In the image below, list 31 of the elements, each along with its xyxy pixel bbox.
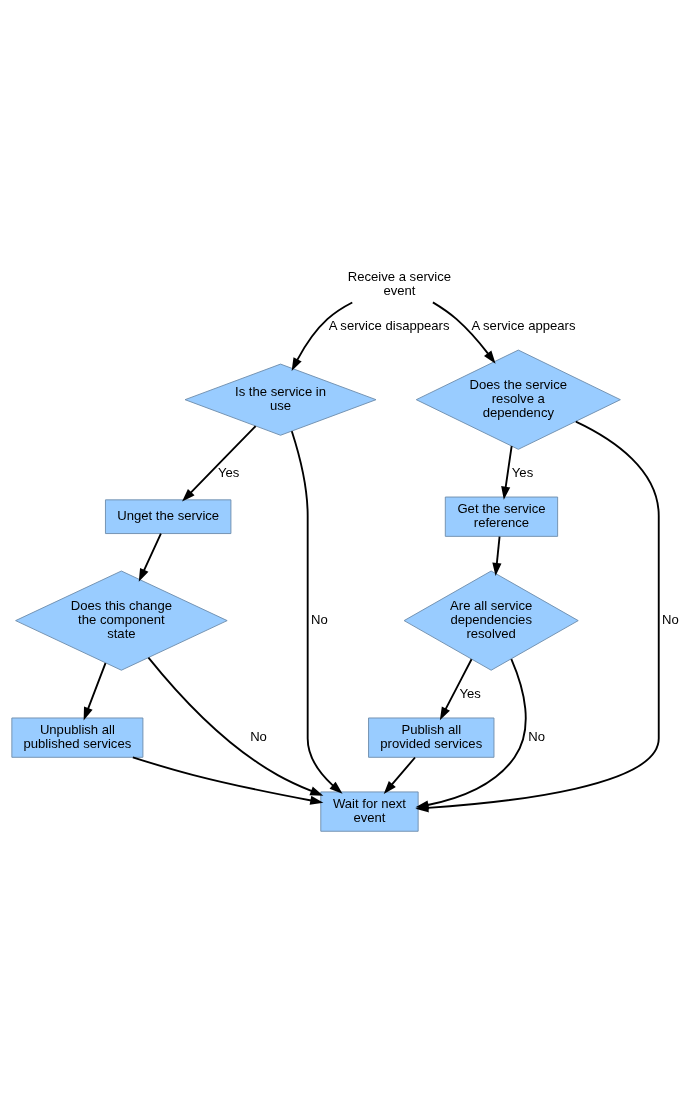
node-diamond: Are all service dependencies resolved [403,570,579,671]
edge-label: Yes [459,685,481,701]
node-text: Receive a service event [347,268,452,298]
edge-label: A service disappears [328,317,450,333]
arrow [439,657,473,720]
edge-label: Yes [511,464,534,480]
edge-label: No [662,611,679,627]
node-diamond: Is the service in use [184,363,377,436]
node-box: Publish all provided services [368,717,495,758]
edge-label: A service appears [471,317,576,333]
arrow [83,661,107,720]
arrow [138,532,162,582]
node-box: Get the service reference [444,496,559,537]
arrow [415,657,527,809]
edge-label: No [311,611,328,627]
node-diamond: Does this change the component state [15,570,228,671]
arrow [182,424,257,502]
arrow [431,300,496,364]
arrow [501,444,513,500]
arrow [291,301,354,371]
arrow [147,656,324,796]
edge-label: Yes [217,464,240,480]
node-box: Unget the service [105,498,232,534]
edge-label: No [528,728,545,744]
edge-label: No [250,728,267,744]
arrow [290,429,343,794]
node-box: Wait for next event [320,790,419,832]
node-box: Unpublish all published services [11,717,144,758]
arrow [383,756,416,794]
arrow [492,535,502,576]
arrow [131,755,324,805]
